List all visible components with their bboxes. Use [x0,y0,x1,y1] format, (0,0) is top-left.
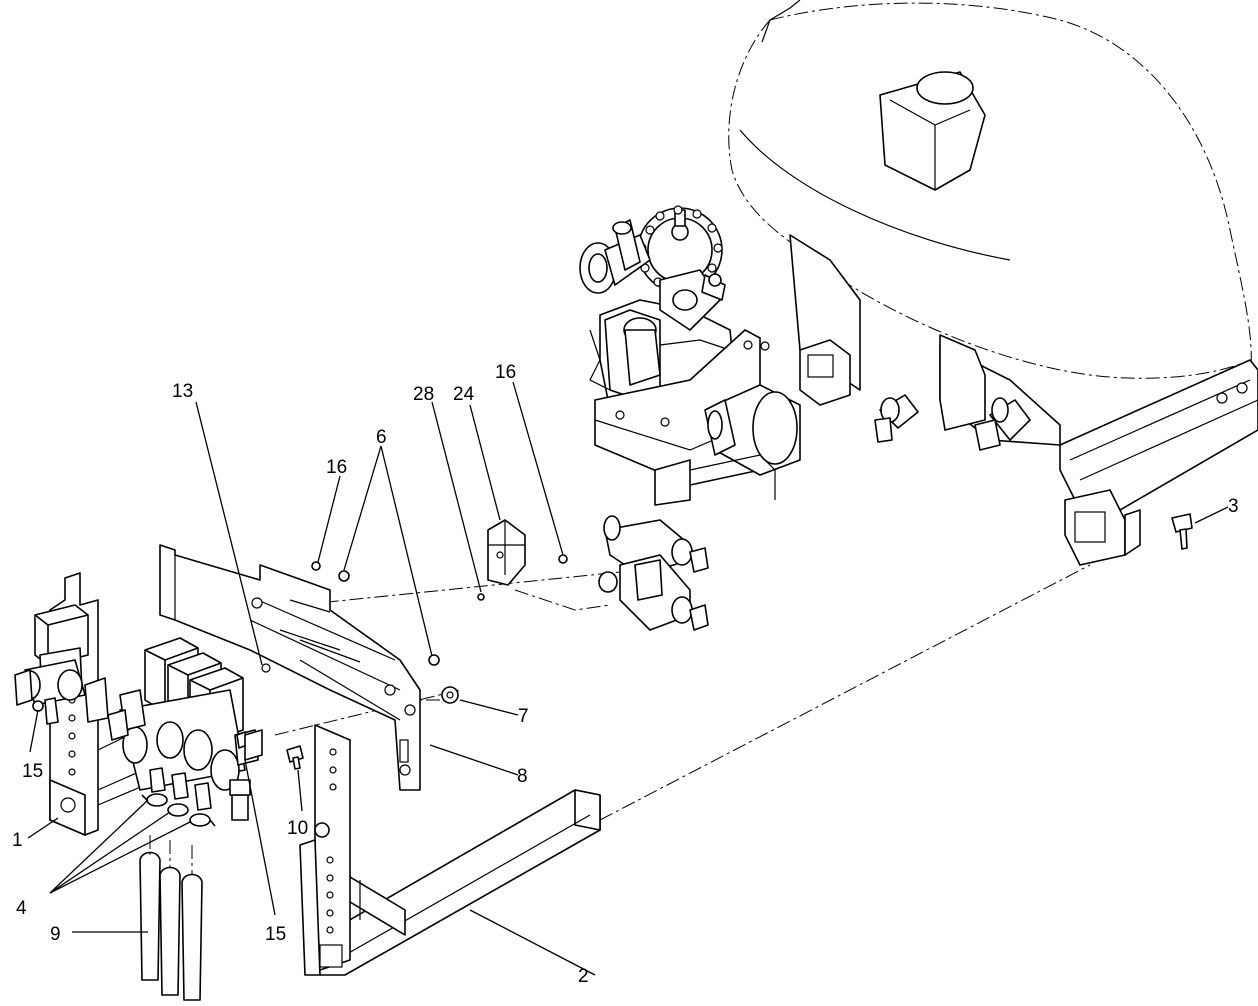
valve-mount-plate [159,544,421,791]
callout-28: 28 [413,384,434,405]
callout-16-right: 16 [495,362,516,383]
callout-9: 9 [50,924,61,945]
hose-clamps [141,793,216,827]
bypass-valve-left [14,604,89,725]
callout-4: 4 [16,898,27,919]
hoses [139,835,203,1001]
frame-upright [299,724,351,976]
callout-8: 8 [517,766,528,787]
callout-15-left: 15 [22,761,43,782]
callout-13: 13 [172,381,193,402]
agitation-valves [598,515,709,631]
callout-1: 1 [12,830,23,851]
hardware [32,554,568,796]
callout-10: 10 [287,818,308,839]
callout-labels: 1 2 3 4 6 7 8 9 10 13 15 15 16 16 24 28 [12,362,1239,987]
leader-lines [27,381,1229,976]
callout-7: 7 [518,706,529,727]
manifold-valves [107,637,259,821]
callout-3: 3 [1228,496,1239,517]
callout-15-bottom: 15 [265,924,286,945]
frame-tube-2 [314,789,601,976]
callout-16-left: 16 [326,457,347,478]
bracket-24 [487,519,526,586]
callout-24: 24 [453,384,475,405]
callout-2: 2 [578,966,589,987]
pump-assembly [579,205,801,506]
spray-tank [728,0,1258,566]
callout-6: 6 [376,427,387,448]
